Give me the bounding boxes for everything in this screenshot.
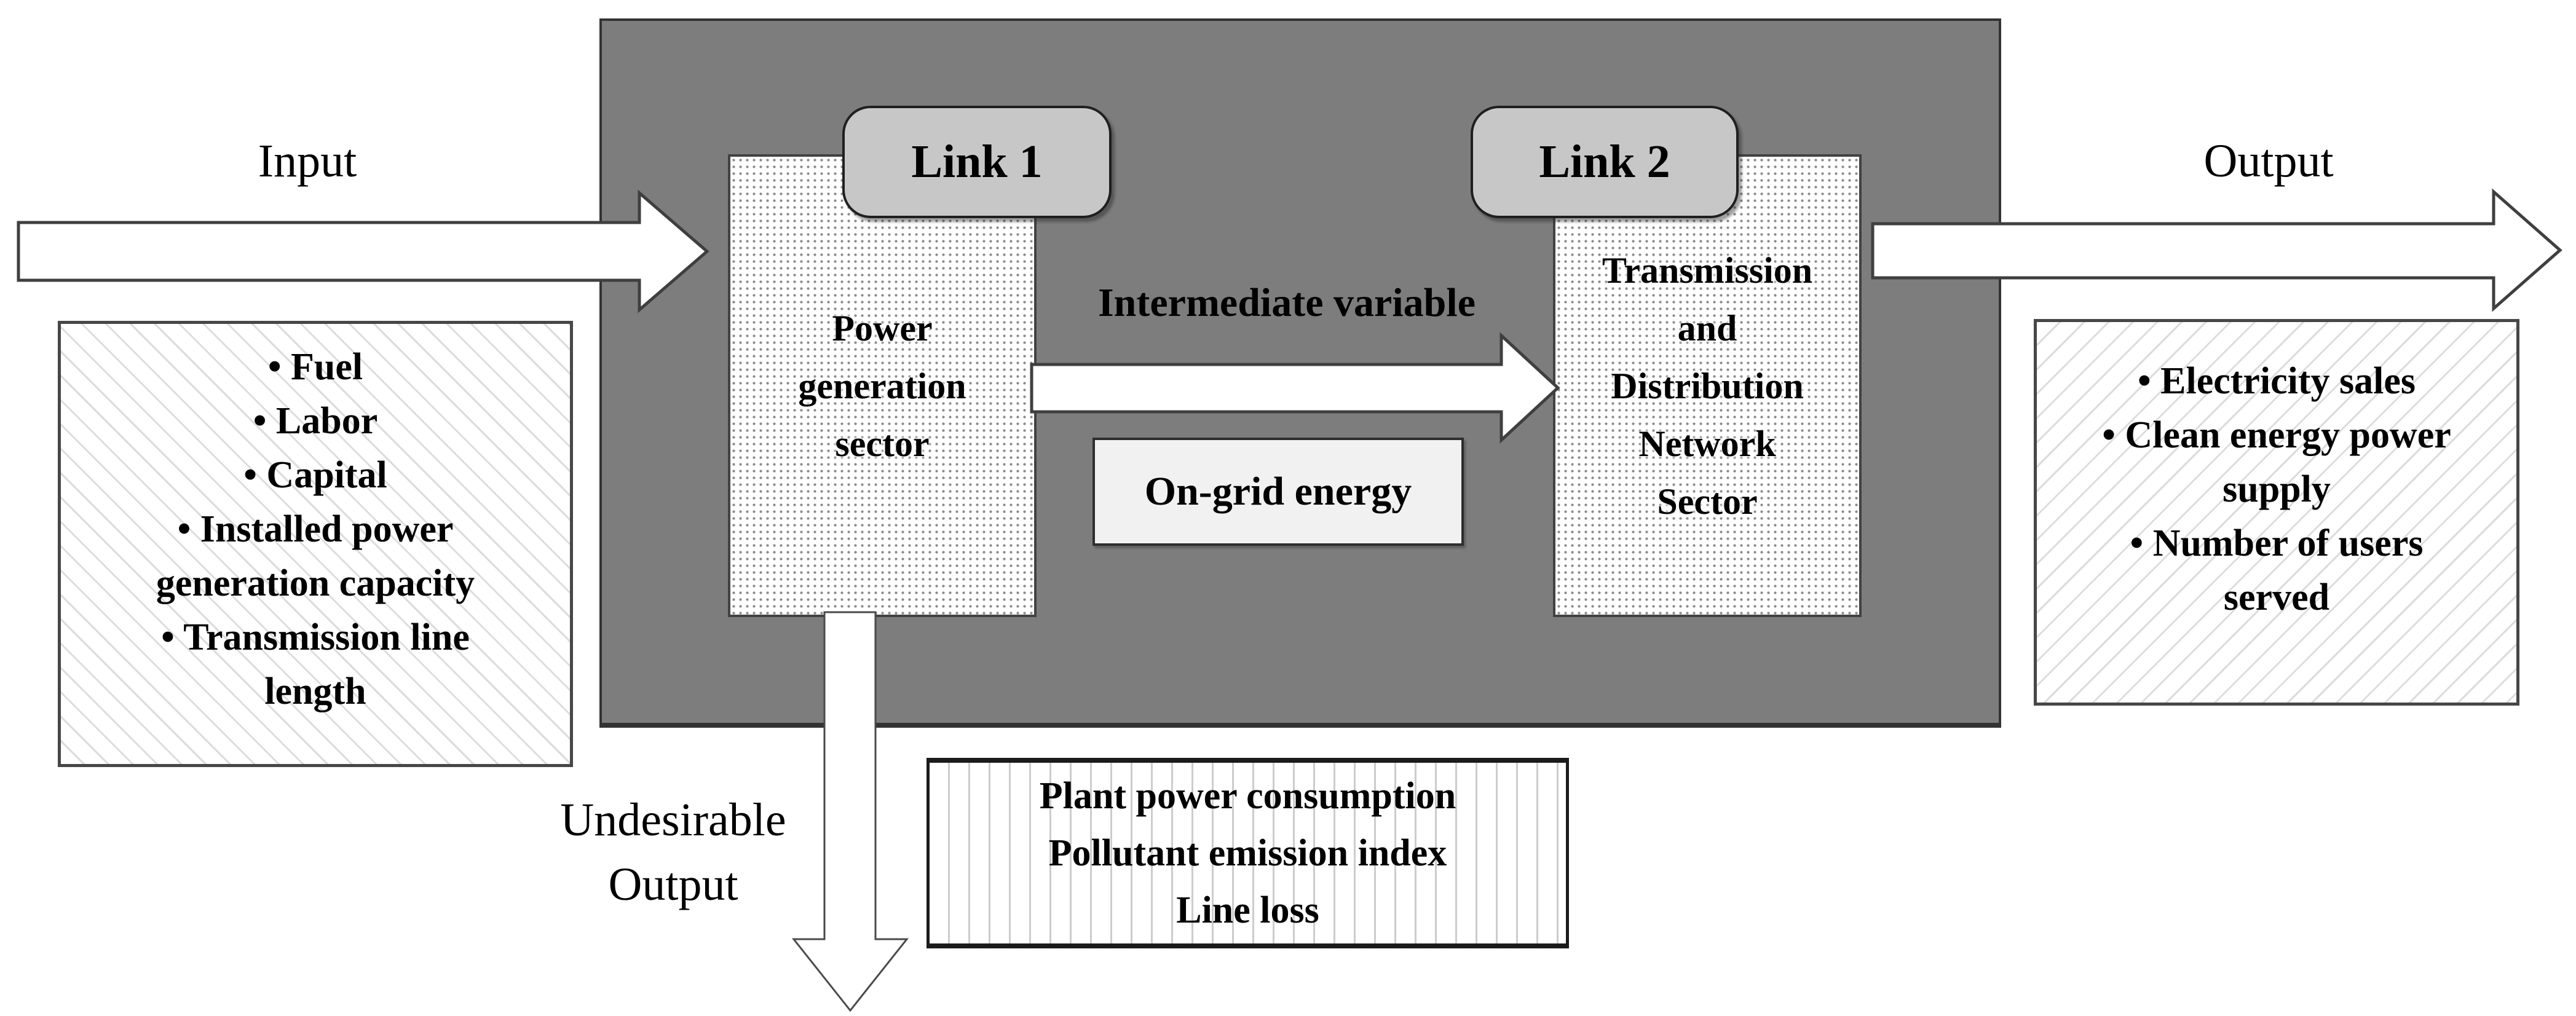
output-label: Output bbox=[2203, 135, 2334, 187]
undesirable-output-label: Undesirable Output bbox=[535, 788, 812, 917]
input-list-box: • Fuel • Labor • Capital • Installed pow… bbox=[58, 321, 573, 767]
undesirable-output-item: Plant power consumption bbox=[1039, 774, 1456, 817]
power-generation-sector-label-line: Power bbox=[832, 307, 933, 349]
output-item: • Electricity sales bbox=[2137, 360, 2416, 402]
on-grid-energy-box: On-grid energy bbox=[1092, 438, 1464, 546]
input-label: Input bbox=[258, 135, 357, 187]
input-item: • Transmission line length bbox=[161, 616, 470, 712]
link1-badge: Link 1 bbox=[842, 106, 1112, 218]
input-item: • Fuel bbox=[267, 346, 363, 388]
output-item: • Number of users served bbox=[2130, 522, 2424, 618]
transmission-sector-label-line: Network bbox=[1638, 423, 1776, 464]
output-list-box: • Electricity sales • Clean energy power… bbox=[2034, 319, 2519, 706]
input-item: • Installed power generation capacity bbox=[156, 508, 475, 604]
transmission-sector-label-line: Sector bbox=[1657, 481, 1758, 522]
link2-badge: Link 2 bbox=[1471, 106, 1739, 218]
undesirable-output-label-line1: Undesirable bbox=[560, 794, 786, 846]
transmission-sector-label-line: Transmission bbox=[1602, 250, 1813, 291]
undesirable-output-item: Line loss bbox=[1176, 889, 1319, 931]
undesirable-output-label-line2: Output bbox=[608, 859, 738, 910]
output-item: • Clean energy power supply bbox=[2102, 414, 2451, 510]
power-generation-sector-label-line: sector bbox=[835, 423, 930, 464]
power-generation-sector-label-line: generation bbox=[798, 365, 966, 406]
input-item: • Capital bbox=[243, 454, 387, 496]
power-generation-sector-box: Power generation sector bbox=[728, 154, 1037, 617]
transmission-sector-label-line: and bbox=[1677, 307, 1737, 349]
undesirable-output-item: Pollutant emission index bbox=[1048, 832, 1447, 874]
undesirable-output-list-box: Plant power consumption Pollutant emissi… bbox=[926, 758, 1569, 948]
intermediate-variable-label: Intermediate variable bbox=[1097, 280, 1476, 325]
transmission-sector-label-line: Distribution bbox=[1611, 365, 1804, 406]
transmission-distribution-sector-box: Transmission and Distribution Network Se… bbox=[1553, 154, 1862, 617]
input-item: • Labor bbox=[253, 400, 378, 442]
